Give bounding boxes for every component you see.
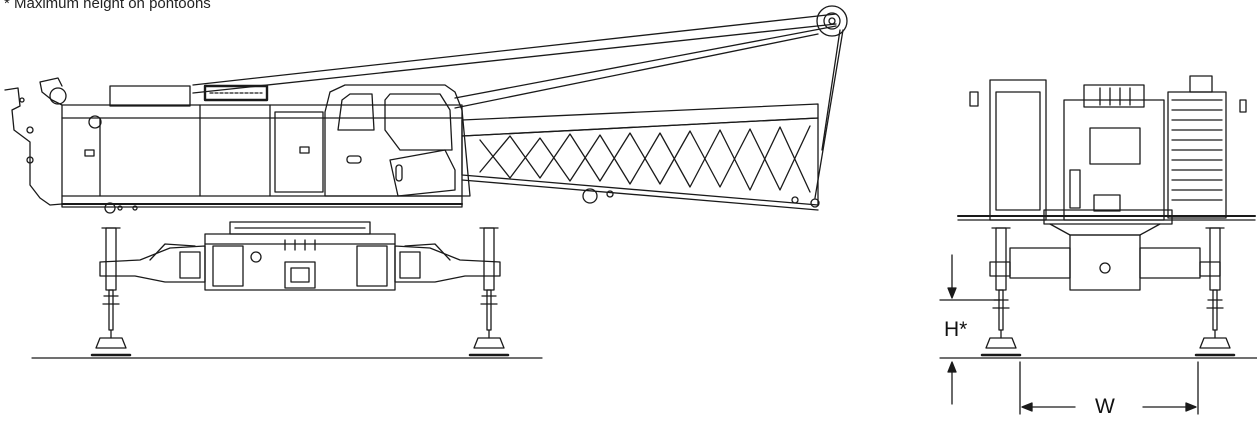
height-dimension — [939, 254, 1001, 405]
operator-cab — [324, 84, 471, 197]
boom-head-sheave — [816, 5, 848, 37]
hoist-rope — [814, 29, 844, 199]
front-carbody — [989, 223, 1221, 291]
footnote-max-height: * Maximum height on pontoons — [4, 0, 211, 12]
pontoon-right — [473, 337, 505, 349]
outrigger-left — [90, 227, 132, 357]
pontoon-left — [95, 337, 127, 349]
front-outrigger-right — [1194, 227, 1236, 357]
carbody — [204, 233, 396, 291]
superstructure — [4, 77, 463, 214]
outrigger-right — [468, 227, 510, 357]
outrigger-beams-side — [99, 243, 501, 283]
front-outrigger-left — [980, 227, 1022, 357]
front-view — [939, 75, 1257, 415]
boom — [192, 5, 848, 211]
width-dimension — [1019, 361, 1199, 415]
height-label: H* — [944, 318, 968, 341]
side-view — [4, 5, 848, 359]
turntable — [229, 221, 371, 235]
front-superstructure — [957, 75, 1256, 225]
width-label: W — [1095, 395, 1115, 418]
